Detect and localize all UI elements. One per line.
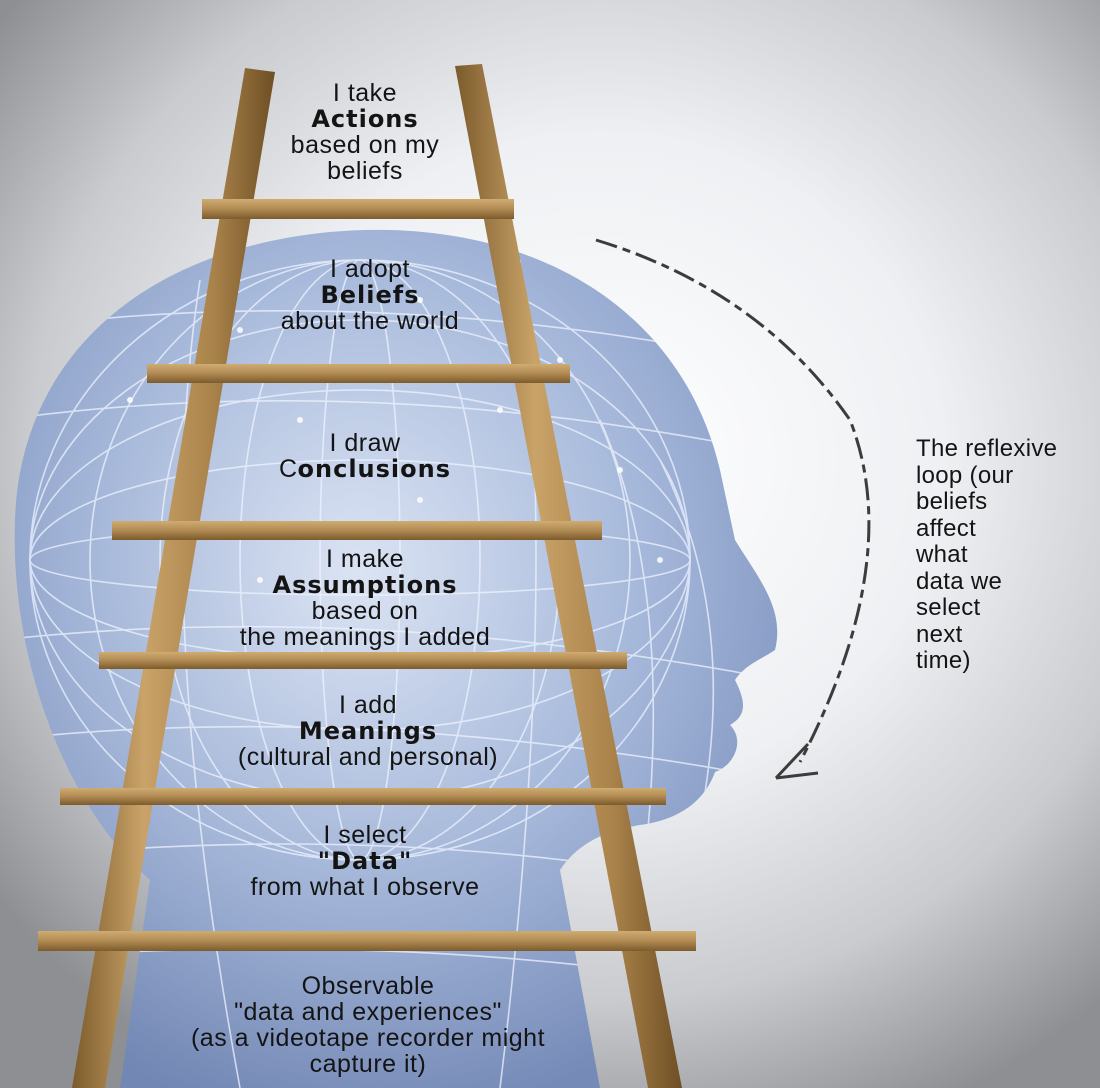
assumptions-title: Assumptions	[272, 571, 458, 599]
loop-caption-line-4: affect	[916, 514, 977, 542]
meanings-pre: I add	[338, 691, 398, 719]
rung-actions-label: I take Actions based on my beliefs	[260, 80, 470, 184]
rung-assumptions-label: I make Assumptions based on the meanings…	[195, 546, 535, 650]
loop-caption-line-3: beliefs	[916, 488, 988, 515]
ladder	[38, 64, 696, 1088]
actions-post-2: beliefs	[327, 157, 403, 185]
data-post-1: from what I observe	[250, 873, 480, 901]
assumptions-post-2: the meanings I added	[239, 623, 491, 651]
loop-caption-line-2: loop (our	[916, 461, 1014, 489]
conclusions-rest: onclusions	[297, 455, 452, 483]
meanings-post-1: (cultural and personal)	[237, 743, 499, 771]
data-title: "Data"	[317, 847, 413, 875]
loop-caption-line-7: select	[916, 594, 981, 621]
actions-title: Actions	[311, 105, 419, 133]
conclusions-cap: C	[278, 455, 298, 483]
observable-post-2: (as a videotape recorder might	[190, 1024, 546, 1052]
loop-caption-line-6: data we	[916, 567, 1003, 595]
beliefs-post-1: about the world	[280, 307, 460, 335]
observable-pre: Observable	[301, 972, 435, 1000]
observable-post-3: capture it)	[309, 1050, 427, 1078]
meanings-title: Meanings	[298, 717, 438, 745]
conclusions-pre: I draw	[329, 429, 401, 457]
assumptions-pre: I make	[325, 545, 405, 573]
beliefs-pre: I adopt	[330, 255, 410, 283]
rung-observable-label: Observable "data and experiences" (as a …	[140, 973, 596, 1077]
rung-meanings-label: I add Meanings (cultural and personal)	[190, 692, 546, 770]
conclusions-title: Conclusions	[230, 456, 500, 482]
rung-beliefs-label: I adopt Beliefs about the world	[240, 256, 500, 334]
loop-caption-line-8: next	[916, 620, 963, 648]
rung-conclusions-label: I draw Conclusions	[230, 430, 500, 482]
reflexive-loop-arrow	[595, 238, 871, 780]
actions-post-1: based on my	[290, 131, 440, 159]
rung-data-label: I select "Data" from what I observe	[210, 822, 520, 900]
assumptions-post-1: based on	[311, 597, 419, 625]
loop-caption-line-1: The reflexive	[916, 435, 1058, 462]
ladder-rungs	[38, 199, 696, 951]
reflexive-loop-caption: The reflexive loop (our beliefs affect w…	[916, 435, 1100, 675]
loop-caption-line-9: time)	[916, 647, 971, 674]
ladder-rails	[72, 64, 682, 1088]
beliefs-title: Beliefs	[320, 281, 420, 309]
data-pre: I select	[323, 821, 407, 849]
loop-caption-line-5: what	[916, 541, 968, 568]
observable-post-1: "data and experiences"	[234, 998, 502, 1026]
actions-pre: I take	[332, 79, 398, 107]
